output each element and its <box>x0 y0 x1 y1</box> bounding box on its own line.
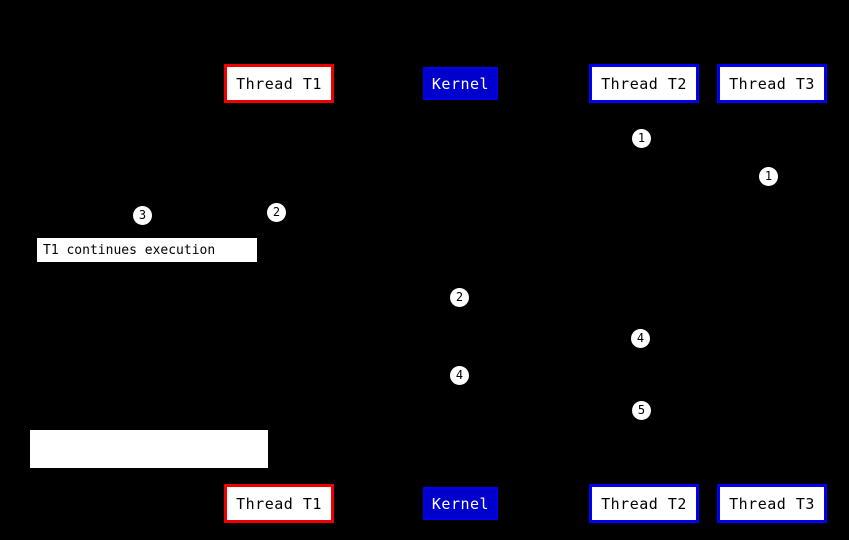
thread-t3-box-bottom: Thread T3 <box>717 484 827 523</box>
thread-t1-box-top: Thread T1 <box>224 64 334 103</box>
step-marker-4-kernel: 4 <box>450 366 469 385</box>
thread-t3-box-top: Thread T3 <box>717 64 827 103</box>
kernel-box-top: Kernel <box>423 67 498 100</box>
t1-continues-execution-label: T1 continues execution <box>37 238 257 262</box>
step-marker-1-thread-t3: 1 <box>759 167 778 186</box>
kernel-box-bottom: Kernel <box>423 487 498 520</box>
step-marker-5: 5 <box>632 401 651 420</box>
step-marker-2-thread-t1: 2 <box>267 203 286 222</box>
step-marker-2-kernel: 2 <box>450 288 469 307</box>
step-marker-4-thread-t2: 4 <box>631 329 650 348</box>
blank-label-box <box>30 430 268 468</box>
thread-t2-box-top: Thread T2 <box>589 64 699 103</box>
step-marker-1-thread-t2: 1 <box>632 129 651 148</box>
thread-t2-box-bottom: Thread T2 <box>589 484 699 523</box>
thread-t1-box-bottom: Thread T1 <box>224 484 334 523</box>
step-marker-3: 3 <box>133 206 152 225</box>
